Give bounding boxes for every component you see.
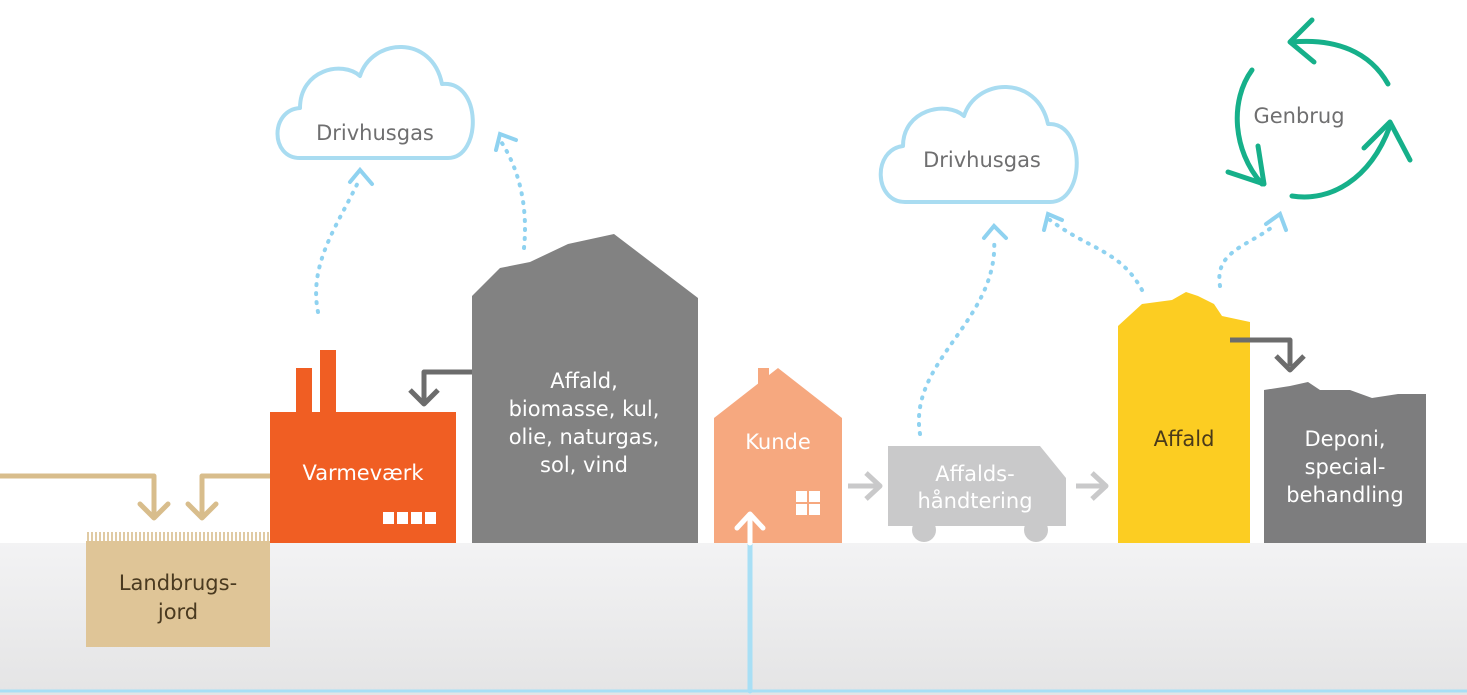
- emission-path-waste-left: [1048, 218, 1144, 292]
- truck-wheel-front: [912, 518, 936, 542]
- feed-line-left: [0, 473, 157, 519]
- fuel-label-line3: olie, naturgas,: [509, 425, 660, 449]
- fuel-building-shape: [472, 234, 698, 543]
- cloud-left-label: Drivhusgas: [316, 121, 434, 145]
- landfill-label-line2: special-: [1305, 455, 1386, 479]
- cloud-right-label: Drivhusgas: [923, 148, 1041, 172]
- feed-head-right: [185, 501, 219, 521]
- fuel-to-plant-arrow: [408, 369, 474, 407]
- recycle-head-left: [1225, 143, 1267, 187]
- farmland-hatch-band: [86, 531, 270, 541]
- emission-head-truck: [982, 223, 1008, 240]
- truck-label-line2: håndtering: [917, 488, 1032, 513]
- house-to-truck-arrow: [848, 471, 883, 501]
- emission-path-fuel: [498, 138, 527, 250]
- feed-head-left: [137, 501, 171, 521]
- farmland: Landbrugs- jord: [86, 531, 270, 647]
- feed-line-right: [199, 473, 273, 519]
- farmland-hatch: [87, 532, 269, 541]
- recycle-arc-top: [1289, 38, 1391, 87]
- recycle-arc-right: [1289, 123, 1393, 200]
- cloud-right: Drivhusgas: [878, 85, 1079, 204]
- truck-body: [888, 446, 1066, 526]
- heat-plant: Varmeværk: [270, 350, 456, 543]
- farmland-block: [86, 541, 270, 647]
- fuel-label-line1: Affald,: [550, 369, 618, 393]
- landfill-label-line3: behandling: [1286, 483, 1403, 507]
- landfill: Deponi, special- behandling: [1264, 382, 1426, 543]
- recycle-symbol: [1225, 17, 1413, 200]
- emission-head-plant: [348, 166, 374, 186]
- recycle-arc-left: [1234, 67, 1265, 187]
- chimney-right: [320, 350, 336, 414]
- truck-label-line1: Affalds-: [935, 462, 1014, 486]
- recycle-head-right: [1361, 119, 1413, 163]
- emission-arrows: [314, 131, 1288, 436]
- farmland-feed-lines: [0, 473, 273, 521]
- truck-to-waste-arrow: [1076, 471, 1109, 501]
- cloud-left-shape: [275, 45, 475, 160]
- landfill-shape: [1264, 382, 1426, 543]
- customer-label: Kunde: [745, 430, 811, 454]
- waste-building: Affald: [1118, 292, 1250, 543]
- waste-label: Affald: [1154, 427, 1215, 451]
- emission-path-truck: [916, 236, 997, 436]
- customer-window: [796, 491, 820, 515]
- recycle-label: Genbrug: [1253, 104, 1344, 128]
- customer-house: Kunde: [714, 368, 842, 543]
- truck-wheel-rear: [1024, 518, 1048, 542]
- waste-building-shape: [1118, 292, 1250, 543]
- emission-head-waste-left: [1042, 211, 1064, 232]
- emission-path-plant: [314, 176, 362, 314]
- emission-head-waste-right: [1264, 210, 1288, 232]
- waste-to-landfill-arrow: [1230, 337, 1306, 373]
- cloud-right-shape: [878, 85, 1079, 204]
- emission-path-waste-right: [1217, 222, 1278, 288]
- fuel-label-line4: sol, vind: [540, 453, 628, 477]
- waste-truck: Affalds- håndtering: [888, 446, 1066, 542]
- heat-plant-windows: [383, 512, 436, 524]
- farmland-label-line2: jord: [157, 600, 198, 624]
- emission-head-fuel: [494, 131, 518, 152]
- district-heating-pipe: [734, 511, 766, 694]
- fuel-label-line2: biomasse, kul,: [509, 397, 660, 421]
- landfill-label-line1: Deponi,: [1304, 427, 1385, 451]
- recycle-head-top: [1287, 17, 1317, 65]
- fuel-building: Affald, biomasse, kul, olie, naturgas, s…: [472, 234, 698, 543]
- farmland-label-line1: Landbrugs-: [119, 571, 237, 595]
- customer-chimney: [758, 368, 769, 388]
- customer-house-shape: [714, 368, 842, 543]
- chimney-left: [296, 368, 312, 414]
- heat-plant-label: Varmeværk: [302, 461, 424, 485]
- cloud-left: Drivhusgas: [275, 45, 475, 160]
